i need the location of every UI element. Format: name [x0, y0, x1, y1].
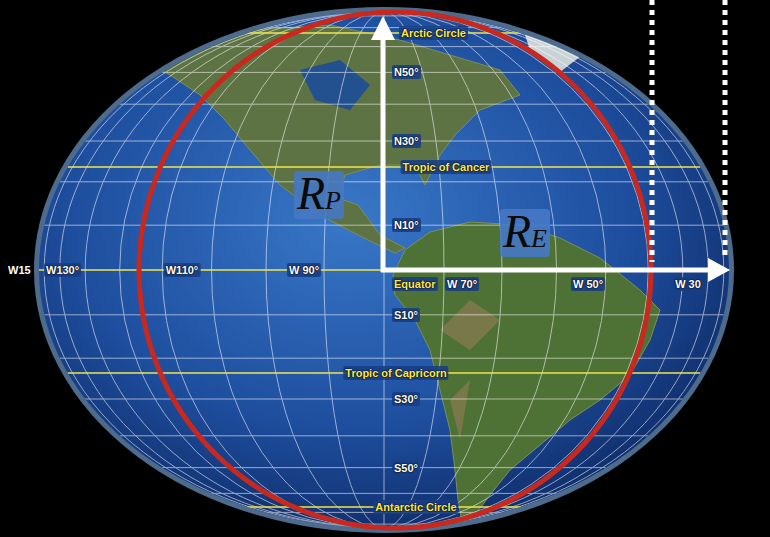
- longitude-label: W 50°: [571, 277, 605, 291]
- greenland: [520, 14, 602, 72]
- circle-label: Arctic Circle: [399, 26, 468, 40]
- dotted-guides: [652, 0, 725, 262]
- longitude-label: W15: [6, 263, 33, 277]
- radius-label: RE: [500, 209, 550, 257]
- longitude-label: W110°: [164, 263, 201, 277]
- atmosphere-glow: [37, 10, 731, 530]
- circle-label: Tropic of Capricorn: [343, 366, 448, 380]
- longitude-label: W 30: [673, 277, 703, 291]
- latitude-label: N50°: [392, 65, 421, 79]
- globe-surface: [39, 12, 729, 528]
- latitude-label: S50°: [392, 461, 420, 475]
- reference-parallels: [39, 33, 729, 507]
- andes-terrain: [440, 300, 500, 440]
- ocean: [39, 12, 729, 528]
- radius-label: RP: [294, 171, 344, 219]
- longitude-label: W130°: [44, 263, 81, 277]
- longitude-label: W 70°: [445, 277, 479, 291]
- latitude-label: N30°: [392, 134, 421, 148]
- radius-arrows: [371, 16, 730, 282]
- circle-label: Tropic of Cancer: [401, 160, 492, 174]
- circle-label: Equator: [392, 277, 438, 291]
- latitude-label: S10°: [392, 308, 420, 322]
- latitude-label: N10°: [392, 218, 421, 232]
- circle-label: Antarctic Circle: [373, 500, 458, 514]
- longitude-label: W 90°: [287, 263, 321, 277]
- latitude-label: S30°: [392, 392, 420, 406]
